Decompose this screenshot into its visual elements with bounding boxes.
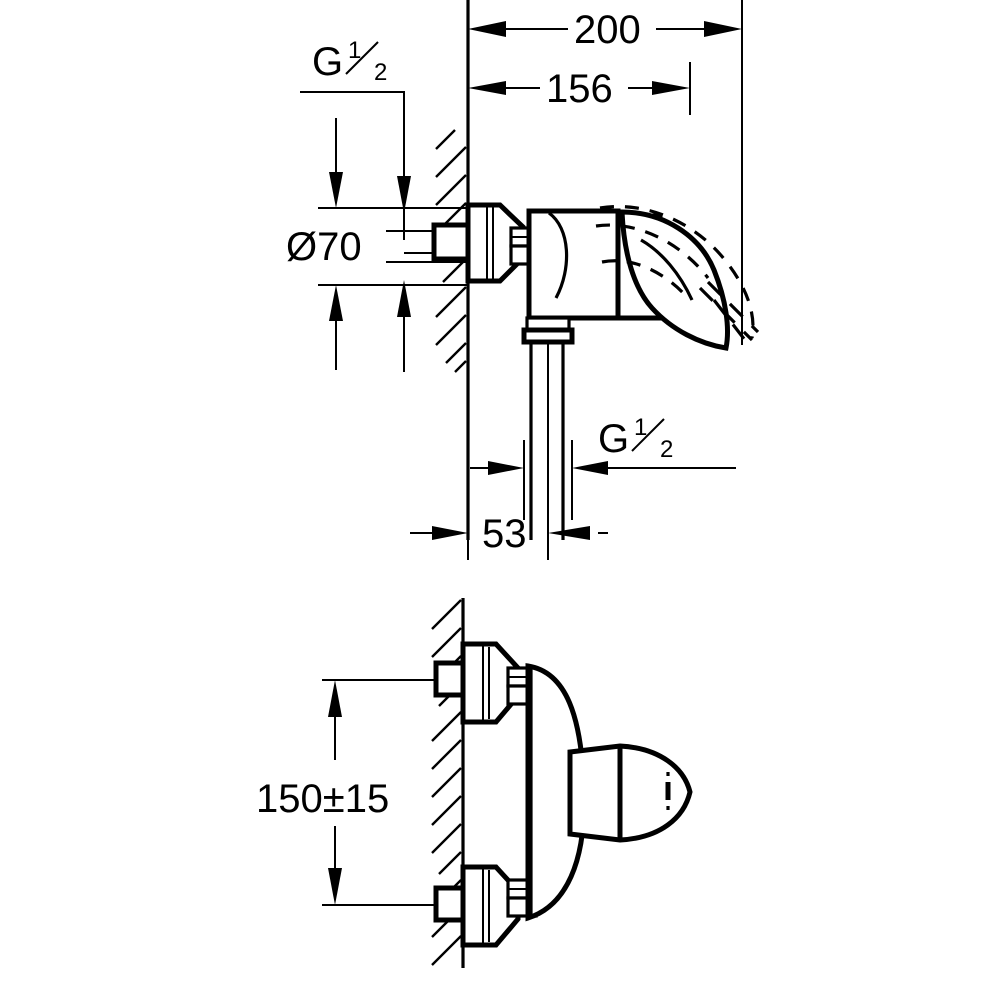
outlet-collar-top-view: [521, 316, 575, 345]
thread-label-outlet-numerator: 1: [634, 414, 647, 441]
thread-label-inlet-numerator: 1: [348, 37, 361, 64]
arrowhead-53-right: [548, 526, 590, 540]
inlet-nipple-top-view: [404, 222, 471, 262]
thread-label-inlet-fraction-bar: [345, 41, 379, 75]
lever-handle-raised-dashed: [595, 205, 760, 345]
arrowhead-d70-outer-top: [329, 172, 343, 208]
bottom-view-group: 150±15: [256, 598, 693, 968]
thread-label-outlet-group: G 1 2: [470, 414, 736, 520]
arrowhead-200-right: [704, 21, 742, 37]
dimension-156-label: 156: [546, 67, 613, 111]
dimension-diameter-70-group: Ø70: [286, 118, 468, 372]
dimension-150-label: 150±15: [256, 777, 389, 821]
inlet-nipple-upper-bottom-view: [410, 660, 471, 698]
arrowhead-53-left: [432, 526, 468, 540]
inlet-nipple-lower-bottom-view: [410, 885, 471, 923]
thread-label-inlet-prefix: G: [312, 40, 343, 84]
thread-label-outlet-denominator: 2: [660, 436, 673, 463]
dimension-53-label: 53: [482, 512, 527, 556]
dimension-53-group: 53: [410, 468, 608, 560]
thread-label-inlet-group: G 1 2: [300, 37, 405, 240]
arrowhead-150-bottom: [328, 868, 342, 905]
dimension-156-group: 156: [467, 30, 691, 115]
thread-label-outlet-fraction-bar: [631, 418, 665, 452]
escutcheon-cone-lower: [460, 864, 521, 948]
arrowhead-outlet-left: [488, 461, 524, 475]
arrowhead-outlet-right: [572, 461, 608, 475]
dimension-diameter-70-label: Ø70: [286, 225, 362, 269]
arrowhead-156-left: [468, 81, 506, 95]
arrowhead-156-right: [652, 81, 690, 95]
arrowhead-d70-outer-bottom: [329, 285, 343, 321]
lever-handle-top-view: [619, 209, 730, 351]
arrowhead-d70-inner-bottom: [397, 280, 411, 317]
thread-label-outlet-prefix: G: [598, 417, 629, 461]
thread-label-inlet-leader: [300, 91, 405, 240]
thread-label-inlet-denominator: 2: [374, 59, 387, 86]
lever-handle-bottom-view: [567, 743, 693, 843]
dimension-200-group: 200: [467, 0, 743, 345]
arrowhead-150-top: [328, 680, 342, 717]
arrowhead-200-left: [468, 21, 506, 37]
arrowhead-d70-inner-top: [397, 176, 411, 213]
dimension-200-label: 200: [574, 8, 641, 52]
dimension-150-group: 150±15: [256, 679, 463, 906]
top-view-group: 200 156 G 1 2: [286, 0, 760, 560]
